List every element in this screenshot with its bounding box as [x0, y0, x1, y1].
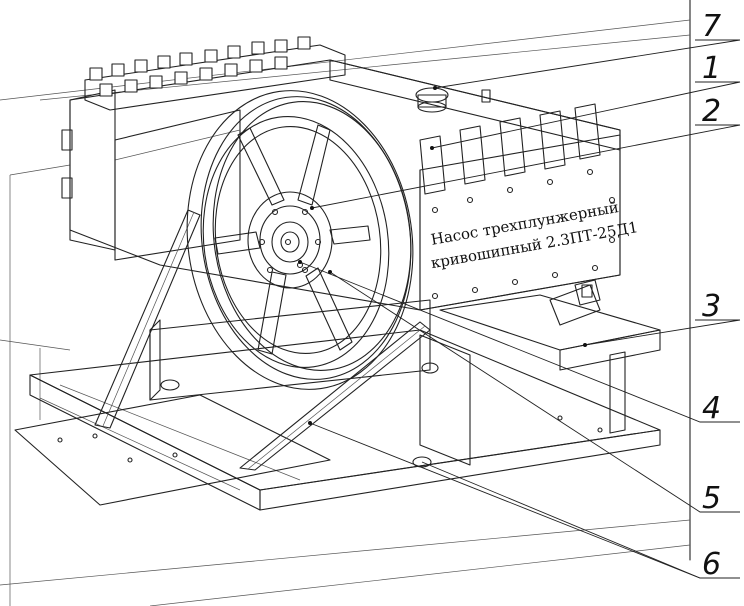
callout-6: 6	[702, 547, 721, 582]
base-skid	[14, 329, 661, 511]
callout-labels: 7 1 2 3 4 5 6	[702, 9, 721, 582]
callout-7: 7	[702, 9, 721, 44]
callout-2: 2	[702, 94, 721, 129]
cover-bolts	[431, 168, 616, 300]
v-belt	[94, 209, 431, 471]
callout-1: 1	[702, 51, 721, 86]
callout-5: 5	[702, 481, 721, 516]
foundation-bolts	[160, 362, 439, 468]
pump-housing	[61, 59, 621, 311]
channel-support	[149, 294, 661, 466]
callout-4: 4	[702, 391, 721, 426]
leader-lines	[298, 39, 741, 579]
nameplate: Насос трехплунжерный кривошипный 2.3ПТ-2…	[429, 198, 639, 272]
housing-ribs	[415, 87, 601, 195]
pulley-wheel	[186, 90, 414, 390]
manifold-studs	[84, 36, 346, 111]
tension-bracket	[549, 279, 601, 326]
background-frame	[0, 0, 691, 606]
callout-3: 3	[702, 289, 721, 324]
